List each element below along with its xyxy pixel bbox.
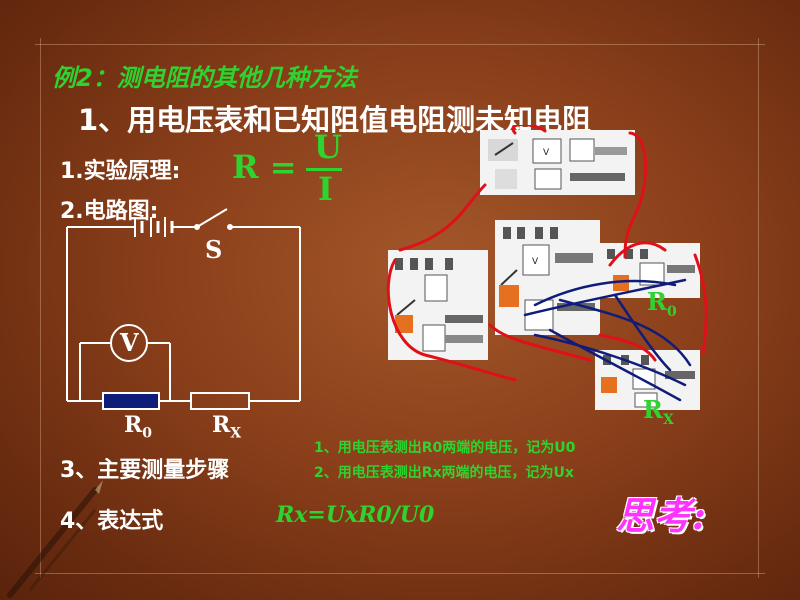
voltmeter-label: V (120, 328, 139, 357)
expression-formula: Rx=UxR0/U0 (276, 502, 435, 528)
r0-label-sub: 0 (142, 425, 153, 442)
step-2: 2、用电压表测出Rx两端的电压，记为Ux (314, 465, 574, 481)
steps-label: 3、主要测量步骤 (60, 458, 230, 483)
photo-panel-right (600, 243, 700, 298)
pen-decoration (7, 480, 103, 598)
photo-r0-sub: 0 (666, 303, 677, 320)
circuit-label: 2.电路图: (60, 199, 159, 224)
principle-formula-lhs: R = (232, 148, 297, 186)
svg-text:V: V (532, 257, 539, 267)
expression-label: 4、表达式 (60, 509, 164, 534)
step-1: 1、用电压表测出R0两端的电压，记为U0 (314, 440, 576, 456)
photo-rx-label: RX (643, 395, 674, 428)
blue-wires (523, 278, 692, 402)
svg-text:V: V (543, 148, 550, 158)
experiment-photo-collage: V V (386, 125, 708, 410)
principle-label: 1.实验原理: (60, 159, 181, 184)
photo-r0-main: R (647, 287, 667, 316)
photo-rx-sub: X (662, 411, 674, 428)
photo-panel-left (388, 250, 488, 360)
rx-label-main: R (212, 412, 231, 438)
principle-formula-numerator: U (314, 128, 342, 166)
rx-label: RX (212, 412, 241, 441)
rx-label-sub: X (230, 425, 242, 442)
frame-left-line (40, 38, 41, 578)
frame-right-line (758, 38, 759, 578)
r0-label-main: R (124, 412, 143, 438)
switch-label: S (205, 235, 223, 264)
principle-formula-denominator: I (318, 170, 333, 208)
photo-panel-top: V (480, 130, 635, 195)
circuit-diagram (66, 208, 301, 410)
frame-bottom-line (35, 573, 765, 574)
photo-panel-center: V (495, 220, 600, 335)
red-wires (386, 125, 708, 382)
slide-subtitle: 例2：测电阻的其他几种方法 (52, 64, 357, 92)
photo-r0-label: R0 (647, 287, 677, 320)
frame-top-line (35, 44, 765, 45)
r0-label: R0 (124, 412, 152, 441)
thinking-label: 思考: (616, 493, 707, 538)
photo-rx-main: R (643, 395, 663, 424)
photo-panel-bottom (595, 350, 700, 410)
fraction-bar (306, 168, 342, 171)
